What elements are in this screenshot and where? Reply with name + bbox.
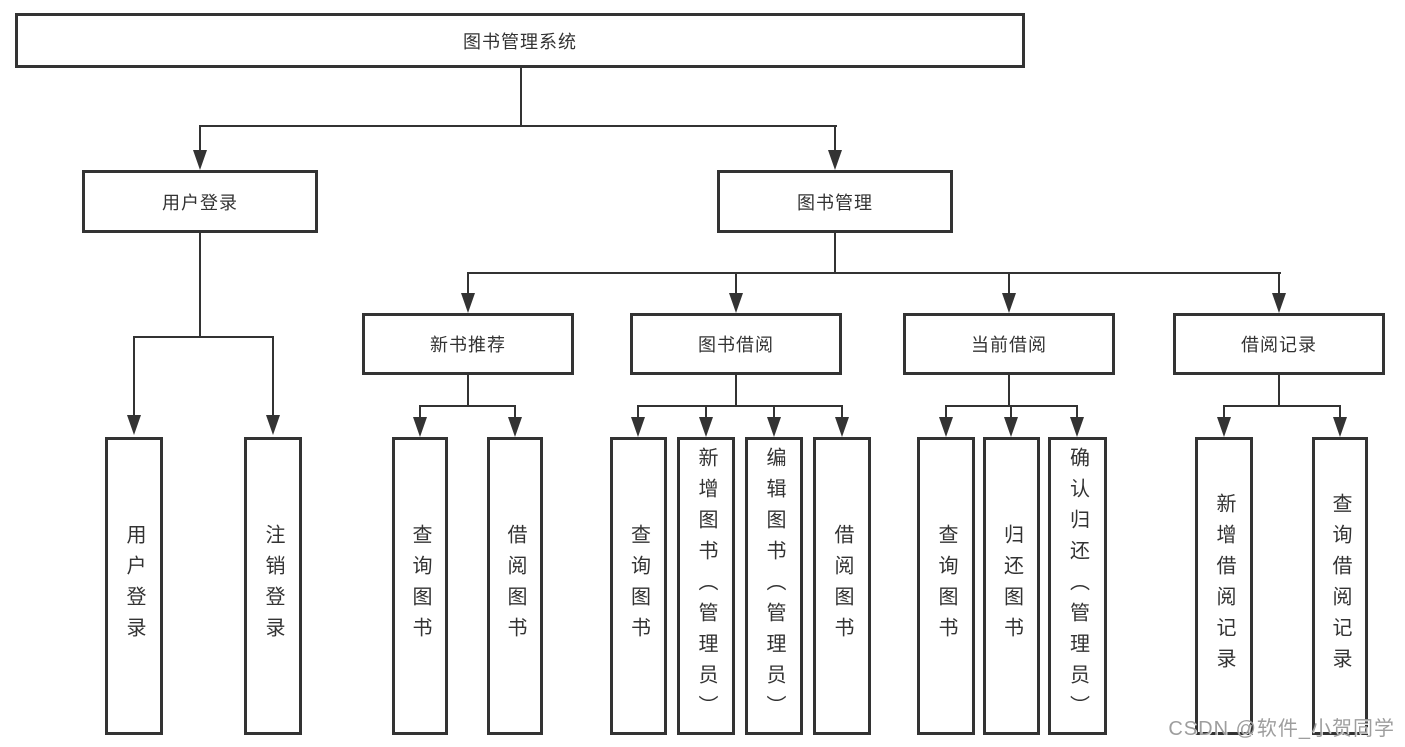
node-book-management: 图书管理 (717, 170, 953, 233)
node-borrow-records: 借阅记录 (1173, 313, 1385, 375)
arrow-down-icon (193, 150, 207, 170)
arrow-down-icon (1333, 417, 1347, 437)
connector-records-stem (1278, 375, 1280, 405)
connector-leaf (773, 405, 775, 421)
connector-to-new-book (467, 272, 469, 295)
node-current-borrow: 当前借阅 (903, 313, 1115, 375)
leaf-records-add: 新增借阅记录 (1195, 437, 1253, 735)
connector-to-records (1278, 272, 1280, 295)
connector-to-leaf-login (133, 336, 135, 418)
connector-to-book-mgmt (834, 125, 836, 155)
connector-new-book-bar (419, 405, 516, 407)
node-book-management-label: 图书管理 (797, 192, 873, 213)
connector-book-mgmt-stem (834, 233, 836, 272)
node-book-borrow: 图书借阅 (630, 313, 842, 375)
connector-root-bar (199, 125, 837, 127)
connector-to-current (1008, 272, 1010, 295)
leaf-user-login: 用户登录 (105, 437, 163, 735)
node-book-borrow-label: 图书借阅 (698, 335, 774, 355)
arrow-down-icon (461, 293, 475, 313)
node-root: 图书管理系统 (15, 13, 1025, 68)
node-new-book-recommend: 新书推荐 (362, 313, 574, 375)
leaf-borrow-query: 查询图书 (610, 437, 667, 735)
connector-to-borrow (735, 272, 737, 295)
connector-book-mgmt-bar (467, 272, 1281, 274)
arrow-down-icon (1004, 417, 1018, 437)
leaf-newbook-borrow-label: 借阅图书 (504, 524, 526, 648)
connector-leaf (1339, 405, 1341, 421)
connector-root-stem (520, 68, 522, 126)
leaf-current-query: 查询图书 (917, 437, 975, 735)
connector-to-user-login (199, 125, 201, 155)
connector-leaf (1076, 405, 1078, 421)
node-current-borrow-label: 当前借阅 (971, 335, 1047, 355)
leaf-current-confirm-admin-label: 确认归还（管理员） (1066, 446, 1089, 726)
arrow-down-icon (1002, 293, 1016, 313)
leaf-borrow-query-label: 查询图书 (627, 524, 650, 648)
node-user-login-label: 用户登录 (162, 192, 238, 213)
connector-leaf (945, 405, 947, 421)
leaf-borrow-add-admin: 新增图书（管理员） (677, 437, 735, 735)
connector-user-login-bar (133, 336, 274, 338)
arrow-down-icon (413, 417, 427, 437)
arrow-down-icon (828, 150, 842, 170)
leaf-user-login-label: 用户登录 (123, 524, 145, 648)
arrow-down-icon (508, 417, 522, 437)
connector-user-login-stem (199, 233, 201, 336)
connector-leaf (841, 405, 843, 421)
connector-borrow-stem (735, 375, 737, 405)
leaf-records-query-label: 查询借阅记录 (1329, 493, 1351, 679)
leaf-borrow-borrow-label: 借阅图书 (831, 524, 853, 648)
connector-to-leaf-logout (272, 336, 274, 418)
leaf-logout: 注销登录 (244, 437, 302, 735)
arrow-down-icon (127, 415, 141, 435)
leaf-current-confirm-admin: 确认归还（管理员） (1048, 437, 1107, 735)
arrow-down-icon (631, 417, 645, 437)
leaf-logout-label: 注销登录 (262, 524, 284, 648)
arrow-down-icon (699, 417, 713, 437)
arrow-down-icon (767, 417, 781, 437)
watermark: CSDN @软件_小贺同学 (1168, 718, 1395, 740)
node-new-book-recommend-label: 新书推荐 (430, 335, 506, 355)
connector-records-bar (1223, 405, 1341, 407)
connector-leaf (1010, 405, 1012, 421)
leaf-current-return-label: 归还图书 (1000, 524, 1023, 648)
connector-leaf (419, 405, 421, 421)
leaf-borrow-borrow: 借阅图书 (813, 437, 871, 735)
leaf-borrow-edit-admin-label: 编辑图书（管理员） (763, 446, 785, 726)
node-user-login: 用户登录 (82, 170, 318, 233)
leaf-newbook-query: 查询图书 (392, 437, 448, 735)
connector-borrow-bar (637, 405, 843, 407)
leaf-borrow-edit-admin: 编辑图书（管理员） (745, 437, 803, 735)
arrow-down-icon (939, 417, 953, 437)
leaf-records-query: 查询借阅记录 (1312, 437, 1368, 735)
arrow-down-icon (835, 417, 849, 437)
arrow-down-icon (266, 415, 280, 435)
leaf-current-query-label: 查询图书 (935, 524, 957, 648)
connector-leaf (1223, 405, 1225, 421)
connector-leaf (514, 405, 516, 421)
connector-leaf (705, 405, 707, 421)
node-root-label: 图书管理系统 (463, 31, 577, 52)
arrow-down-icon (1272, 293, 1286, 313)
leaf-records-add-label: 新增借阅记录 (1213, 493, 1235, 679)
node-borrow-records-label: 借阅记录 (1241, 335, 1317, 355)
connector-leaf (637, 405, 639, 421)
arrow-down-icon (1217, 417, 1231, 437)
connector-new-book-stem (467, 375, 469, 405)
leaf-newbook-query-label: 查询图书 (409, 524, 431, 648)
leaf-current-return: 归还图书 (983, 437, 1040, 735)
arrow-down-icon (729, 293, 743, 313)
arrow-down-icon (1070, 417, 1084, 437)
leaf-newbook-borrow: 借阅图书 (487, 437, 543, 735)
leaf-borrow-add-admin-label: 新增图书（管理员） (695, 446, 717, 726)
connector-current-stem (1008, 375, 1010, 405)
